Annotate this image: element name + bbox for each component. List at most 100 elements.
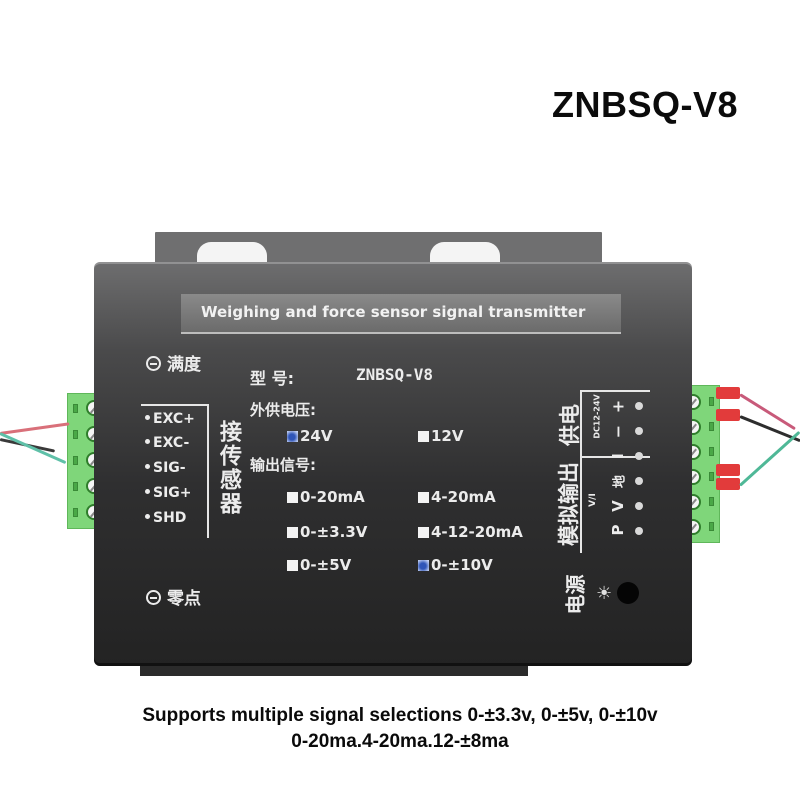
pin-dot-icon xyxy=(635,402,643,410)
option-label: 12V xyxy=(431,427,464,445)
potentiometer-icon xyxy=(146,356,161,371)
sensor-connection-label: 接传感器 xyxy=(216,420,241,516)
terminal-slot xyxy=(73,404,78,413)
zero-label: 零点 xyxy=(167,589,201,609)
pin-label: SHD xyxy=(153,510,187,526)
analog-output-label: 模拟输出 xyxy=(557,462,581,546)
caption-line-2: 0-20ma.4-20ma.12-±8ma xyxy=(291,731,509,752)
pin-dot-icon xyxy=(635,452,643,460)
terminal-slot xyxy=(709,447,714,456)
terminal-slot xyxy=(709,397,714,406)
pin-dot-icon xyxy=(145,514,150,519)
option-label: 4-20mA xyxy=(431,488,496,506)
pin-exc-minus: EXC- xyxy=(145,435,189,451)
vi-label: V/I xyxy=(588,493,598,507)
pin-dot-icon xyxy=(635,527,643,535)
checkbox-icon xyxy=(287,492,298,503)
output-option-0-5v[interactable]: 0-±5V xyxy=(287,556,351,574)
terminal-slot xyxy=(709,522,714,531)
selected-checkbox-icon xyxy=(287,431,298,442)
caption-line-1: Supports multiple signal selections 0-±3… xyxy=(142,705,658,726)
sensor-connector-frame xyxy=(141,404,209,538)
option-label: 24V xyxy=(300,427,333,445)
pin-exc-plus: EXC+ xyxy=(145,411,195,427)
sensor-wire-green xyxy=(0,432,67,465)
output-option-4-20ma[interactable]: 4-20mA xyxy=(418,488,496,506)
pin-label: EXC+ xyxy=(153,411,195,427)
power-led-label: 电源 xyxy=(563,574,588,615)
checkbox-icon xyxy=(287,527,298,538)
pin-dot-icon xyxy=(145,489,150,494)
sensor-terminal-block xyxy=(67,393,102,529)
pin-label: EXC- xyxy=(153,435,190,451)
dc-range-label: DC12-24V xyxy=(592,394,602,439)
zero-adjust-pot[interactable]: 零点 xyxy=(146,584,201,609)
output-frame-top xyxy=(580,390,650,392)
option-label: 0-±10V xyxy=(431,556,493,574)
pin-dot-icon xyxy=(145,415,150,420)
option-label: 0-±3.3V xyxy=(300,523,368,541)
product-banner: Weighing and force sensor signal transmi… xyxy=(181,294,621,334)
terminal-slot xyxy=(73,430,78,439)
pin-ground-label: 地 xyxy=(612,475,628,489)
pin-shd: SHD xyxy=(145,510,186,526)
model-value: ZNBSQ-V8 xyxy=(356,365,434,384)
terminal-slot xyxy=(709,497,714,506)
output-connector-frame xyxy=(580,390,650,553)
terminal-slot xyxy=(73,508,78,517)
pin-dot-icon xyxy=(145,439,150,444)
pin-i-label: I xyxy=(609,453,627,459)
checkbox-icon xyxy=(418,527,429,538)
output-option-0-3-3v[interactable]: 0-±3.3V xyxy=(287,523,367,541)
sun-icon: ☀ xyxy=(596,583,613,604)
banner-text: Weighing and force sensor signal transmi… xyxy=(201,303,586,321)
wire-ferrule xyxy=(716,464,740,476)
span-label: 满度 xyxy=(167,355,201,375)
terminal-slot xyxy=(709,472,714,481)
mounting-flange-bottom xyxy=(140,664,528,676)
pin-plus-label: + xyxy=(608,399,628,414)
power-led-indicator xyxy=(617,582,639,604)
pin-label: SIG+ xyxy=(153,485,192,501)
checkbox-icon xyxy=(418,431,429,442)
output-terminal-block xyxy=(685,385,720,543)
pin-p-label: P xyxy=(609,524,627,536)
pin-sig-minus: SIG- xyxy=(145,460,186,476)
pin-dot-icon xyxy=(145,464,150,469)
output-option-0-20ma[interactable]: 0-20mA xyxy=(287,488,365,506)
pin-minus-label: − xyxy=(608,424,628,439)
output-wire-red xyxy=(739,393,796,431)
pin-dot-icon xyxy=(635,427,643,435)
wire-ferrule xyxy=(716,387,740,399)
product-model-title: ZNBSQ-V8 xyxy=(552,84,739,125)
checkbox-icon xyxy=(287,560,298,571)
selected-checkbox-icon xyxy=(418,560,429,571)
option-label: 0-±5V xyxy=(300,556,352,574)
supply-option-24v[interactable]: 24V xyxy=(287,427,332,445)
pin-dot-icon xyxy=(635,477,643,485)
option-label: 0-20mA xyxy=(300,488,365,506)
model-label: 型 号: xyxy=(250,369,294,388)
pin-label: SIG- xyxy=(153,460,186,476)
output-frame-divider xyxy=(580,456,650,458)
output-signal-label: 输出信号: xyxy=(250,456,316,474)
output-option-0-10v[interactable]: 0-±10V xyxy=(418,556,493,574)
output-wire-green xyxy=(738,430,800,487)
checkbox-icon xyxy=(418,492,429,503)
terminal-slot xyxy=(73,482,78,491)
sensor-wire-red xyxy=(0,422,70,435)
supply-option-12v[interactable]: 12V xyxy=(418,427,463,445)
supply-voltage-label: 外供电压: xyxy=(250,401,316,419)
pin-dot-icon xyxy=(635,502,643,510)
potentiometer-icon xyxy=(146,590,161,605)
option-label: 4-12-20mA xyxy=(431,523,523,541)
output-option-4-12-20ma[interactable]: 4-12-20mA xyxy=(418,523,523,541)
terminal-slot xyxy=(73,456,78,465)
pin-sig-plus: SIG+ xyxy=(145,485,192,501)
wire-ferrule xyxy=(716,409,740,421)
pin-v-label: V xyxy=(609,500,627,512)
span-adjust-pot[interactable]: 满度 xyxy=(146,350,201,375)
wire-ferrule xyxy=(716,478,740,490)
power-supply-label: 供电 xyxy=(558,404,582,446)
terminal-slot xyxy=(709,422,714,431)
